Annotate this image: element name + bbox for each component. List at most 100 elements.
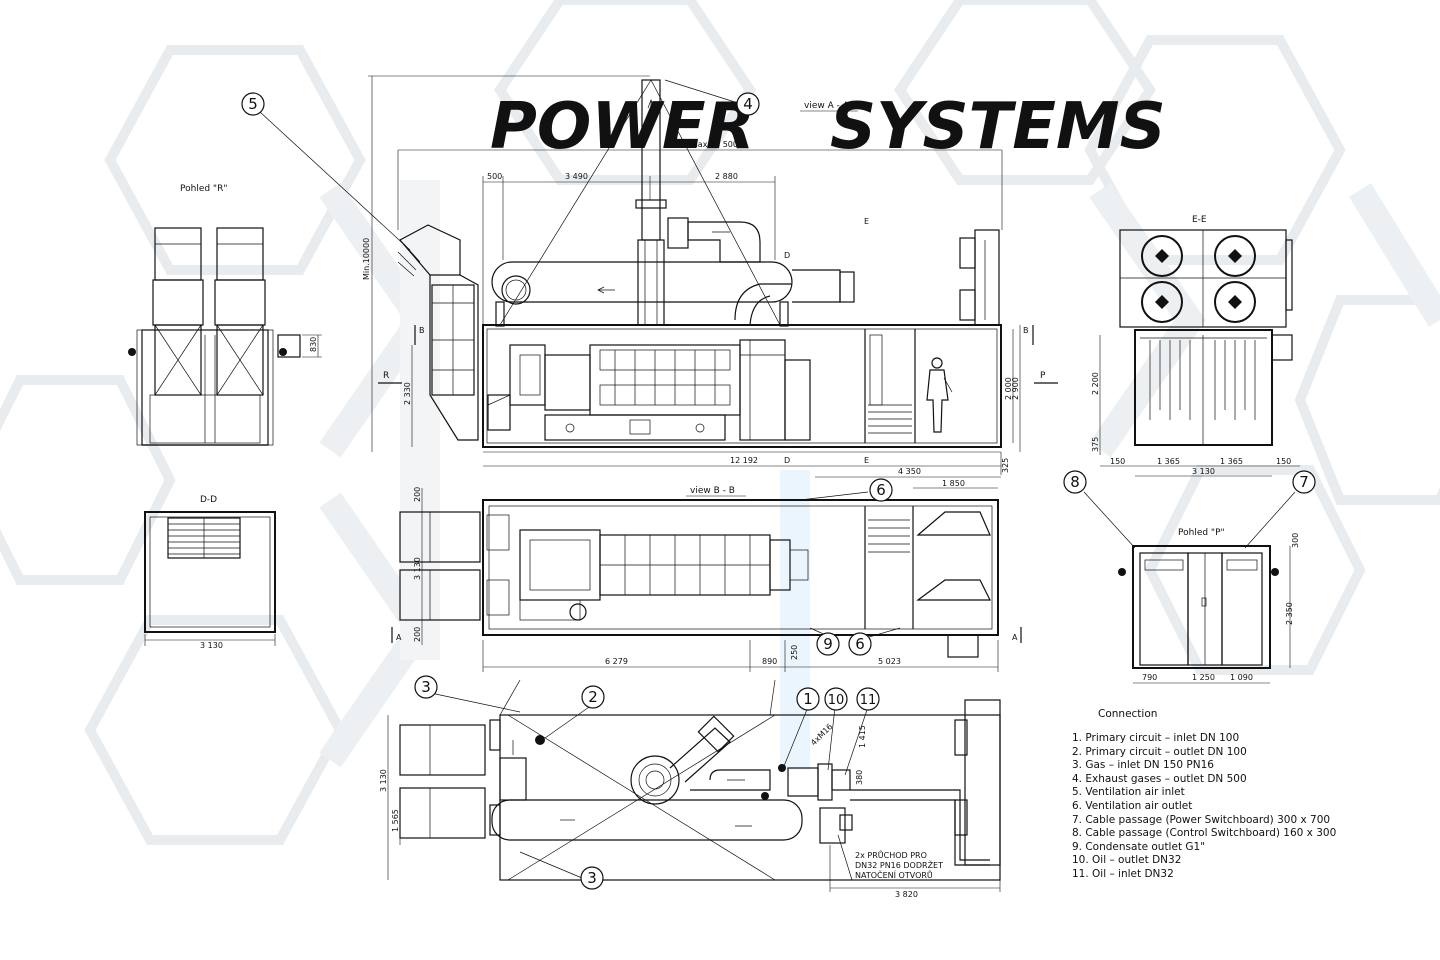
dim-2200: 2 200 [1091, 372, 1100, 395]
callout-6-bottom: 6 [848, 632, 872, 656]
view-title-pohled-p: Pohled "P" [1178, 528, 1225, 538]
dim-790: 790 [1142, 673, 1157, 682]
callout-1-label: 1 [803, 690, 813, 708]
view-title-bb: view B - B [690, 486, 735, 496]
legend-item: 10. Oil – outlet DN32 [1072, 854, 1182, 867]
callout-8-label: 8 [1070, 473, 1080, 491]
callout-11-label: 11 [860, 693, 877, 708]
dim-150-right: 150 [1276, 457, 1291, 466]
view-dd: D-D 3 130 [144, 495, 276, 650]
view-title-pohled-r: Pohled "R" [180, 184, 227, 194]
dim-6279: 6 279 [605, 657, 628, 666]
callout-9: 9 [816, 632, 840, 656]
dim-min-height: Min.10000 [362, 238, 371, 280]
callout-5: 5 [241, 92, 265, 116]
dim-4350: 4 350 [898, 467, 921, 476]
callout-1: 1 [796, 687, 820, 711]
dim-2000: 2 000 [1004, 377, 1013, 400]
dim-5023: 5 023 [878, 657, 901, 666]
callout-10: 10 [824, 687, 848, 711]
dim-3130-plan: 3 130 [379, 769, 388, 792]
section-mark-d-bottom: D [784, 456, 790, 465]
note-line1: 2x PRŮCHOD PRO [855, 849, 927, 860]
view-pohled-r: Pohled "R" 830 [128, 184, 322, 446]
note-line2: DN32 PN16 DODRŽET [855, 859, 943, 870]
dim-12192: 12 192 [730, 456, 758, 465]
legend-item: 1. Primary circuit – inlet DN 100 [1072, 732, 1240, 744]
dim-2880: 2 880 [715, 172, 738, 181]
callout-6-bottom-label: 6 [855, 635, 865, 653]
callout-3-top-label: 3 [421, 678, 431, 696]
dim-3130-bb: 3 130 [413, 557, 422, 580]
section-mark-p: P [1040, 371, 1046, 381]
view-bb: view B - B [391, 479, 1022, 672]
dim-1090: 1 090 [1230, 673, 1253, 682]
dim-3130-dd: 3 130 [200, 641, 223, 650]
callout-7: 7 [1292, 470, 1316, 494]
dim-250: 250 [790, 645, 799, 660]
dim-380: 380 [855, 770, 864, 785]
callout-3-bottom-label: 3 [587, 869, 597, 887]
note-line3: NATOČENÍ OTVORŮ [855, 869, 933, 880]
callout-3-bottom: 3 [580, 866, 604, 890]
background-decoration [0, 0, 1440, 845]
legend-item: 6. Ventilation air outlet [1072, 799, 1193, 812]
view-title-ee: E-E [1192, 215, 1207, 225]
legend-item: 3. Gas – inlet DN 150 PN16 [1072, 759, 1214, 772]
view-bottom-plan: 4xM16 1 415 380 2x PRŮCHOD PRO DN32 PN16… [379, 679, 1001, 899]
dim-3820: 3 820 [895, 890, 918, 899]
dim-500: 500 [487, 172, 502, 181]
dim-3490: 3 490 [565, 172, 588, 181]
dim-1250: 1 250 [1192, 673, 1215, 682]
dim-375: 375 [1091, 437, 1100, 452]
callout-9-label: 9 [823, 635, 833, 653]
legend-item: 9. Condensate outlet G1" [1072, 840, 1206, 853]
legend-item: 2. Primary circuit – outlet DN 100 [1072, 745, 1247, 758]
dim-3130-ee: 3 130 [1192, 467, 1215, 476]
dim-200-bottom: 200 [413, 627, 422, 642]
section-mark-e-top: E [864, 217, 869, 226]
callout-6-top-label: 6 [876, 481, 886, 499]
dim-1415: 1 415 [858, 725, 867, 748]
watermark: POWER SYSTEMS [490, 90, 1166, 164]
dim-2350: 2 350 [1285, 602, 1294, 625]
dim-325: 325 [1001, 458, 1010, 473]
view-pohled-p: Pohled "P" 300 2 350 790 1 250 1 090 [1118, 528, 1300, 684]
legend-item: 7. Cable passage (Power Switchboard) 300… [1072, 813, 1331, 826]
callout-3-top: 3 [414, 675, 438, 699]
view-title-aa: view A - A [804, 101, 850, 111]
callout-11: 11 [856, 687, 880, 711]
watermark-power: POWER [490, 90, 755, 164]
callout-6-top: 6 [869, 478, 893, 502]
section-mark-b-right: B [1023, 326, 1029, 335]
dim-890: 890 [762, 657, 777, 666]
dim-1365-right: 1 365 [1220, 457, 1243, 466]
section-mark-r: R [383, 371, 389, 381]
view-ee: E-E 2 200 375 150 1 365 1 365 150 3 130 [1091, 215, 1300, 477]
legend-title: Connection [1098, 708, 1158, 720]
callout-5-label: 5 [248, 95, 258, 113]
dim-2330: 2 330 [403, 382, 412, 405]
callout-4: 4 [736, 92, 760, 116]
section-mark-a-left: A [396, 633, 402, 642]
watermark-systems: SYSTEMS [830, 90, 1166, 164]
legend-item: 8. Cable passage (Control Switchboard) 1… [1072, 827, 1337, 840]
section-mark-e-bottom: E [864, 456, 869, 465]
dim-200-top: 200 [413, 487, 422, 502]
view-aa: view A - A Min.10000 max.14 500 500 3 49… [362, 75, 1058, 478]
dim-1565: 1 565 [391, 809, 400, 832]
legend-list: 1. Primary circuit – inlet DN 100 2. Pri… [1072, 732, 1372, 882]
dim-150-left: 150 [1110, 457, 1125, 466]
callout-10-label: 10 [828, 693, 845, 708]
callouts: 5 4 8 7 6 9 6 3 [241, 92, 1316, 890]
section-mark-d-top: D [784, 251, 790, 260]
dim-1850: 1 850 [942, 479, 965, 488]
dim-2900: 2 900 [1011, 377, 1020, 400]
legend-item: 11. Oil – inlet DN32 [1072, 867, 1174, 880]
callout-8: 8 [1063, 470, 1087, 494]
dim-1365-left: 1 365 [1157, 457, 1180, 466]
dim-830: 830 [309, 337, 318, 352]
callout-2-label: 2 [588, 688, 598, 706]
connection-legend: Connection 1. Primary circuit – inlet DN… [1072, 708, 1372, 882]
